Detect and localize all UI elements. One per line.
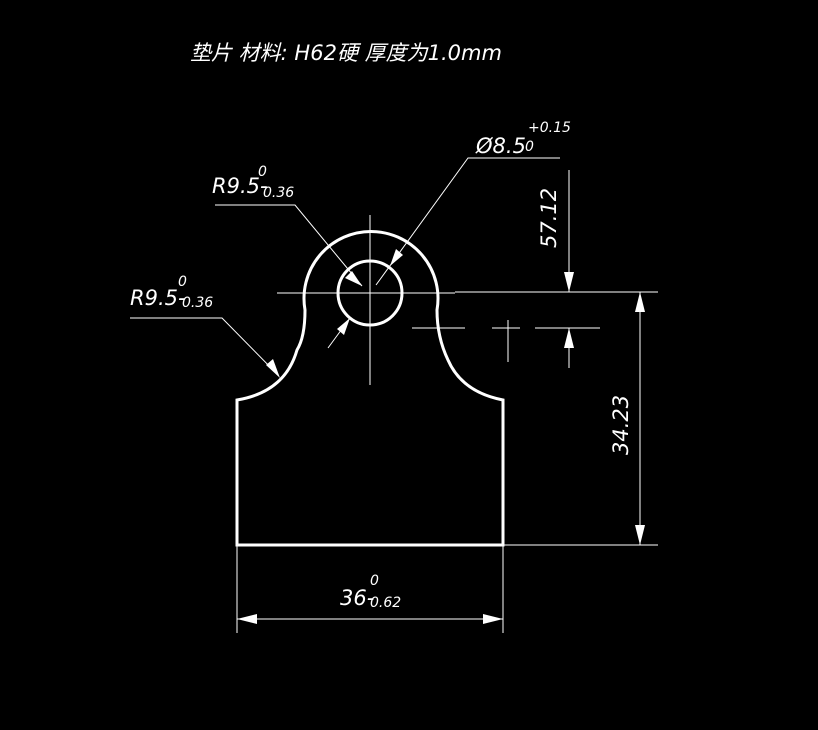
drawing-title: 垫片 材料: H62硬 厚度为1.0mm [190,41,502,65]
hole-diameter-main: Ø8.5 [475,134,526,158]
arrowheads [237,249,645,624]
center-lines [277,215,600,385]
dim-hole-diameter: Ø8.5 +0.15 0 [475,120,571,158]
height-value: 34.23 [609,395,633,455]
radius-lower-upper-tol: 0 [178,274,187,290]
arrow-r95-upper [345,271,362,286]
radius-upper-main: R9.5- [212,174,268,198]
arrow-57-top [564,272,574,292]
arrow-34-top [635,292,645,312]
dimension-lines [130,157,658,633]
dim-width: 36- 0 0.62 [340,573,401,611]
arrow-34-bottom [635,525,645,545]
arrow-hole-bottom [337,318,350,335]
outline-path [235,230,505,547]
radius-lower-main: R9.5- [130,286,186,310]
leader-r95-upper [215,204,363,287]
leader-r95-lower [130,317,279,376]
arrow-57-bottom [564,328,574,348]
leader-hole-diameter [375,157,560,286]
dim-radius-lower: R9.5- 0 0.36 [130,274,213,311]
radius-upper-lower-tol: 0.36 [263,185,294,201]
radius-upper-upper-tol: 0 [258,164,267,180]
arrow-width-right [483,614,503,624]
hole-diameter-lower-tol: 0 [525,139,534,155]
dim-radius-upper: R9.5- 0 0.36 [212,164,294,201]
arrow-hole-top [390,249,403,266]
width-lower-tol: 0.62 [370,595,401,611]
width-main: 36- [340,586,374,610]
width-upper-tol: 0 [370,573,379,589]
radius-lower-lower-tol: 0.36 [182,295,213,311]
arrow-width-left [237,614,257,624]
hole-diameter-upper-tol: +0.15 [528,120,571,136]
offset-vertical-value: 57.12 [537,188,561,248]
arrow-r95-lower [266,359,280,378]
